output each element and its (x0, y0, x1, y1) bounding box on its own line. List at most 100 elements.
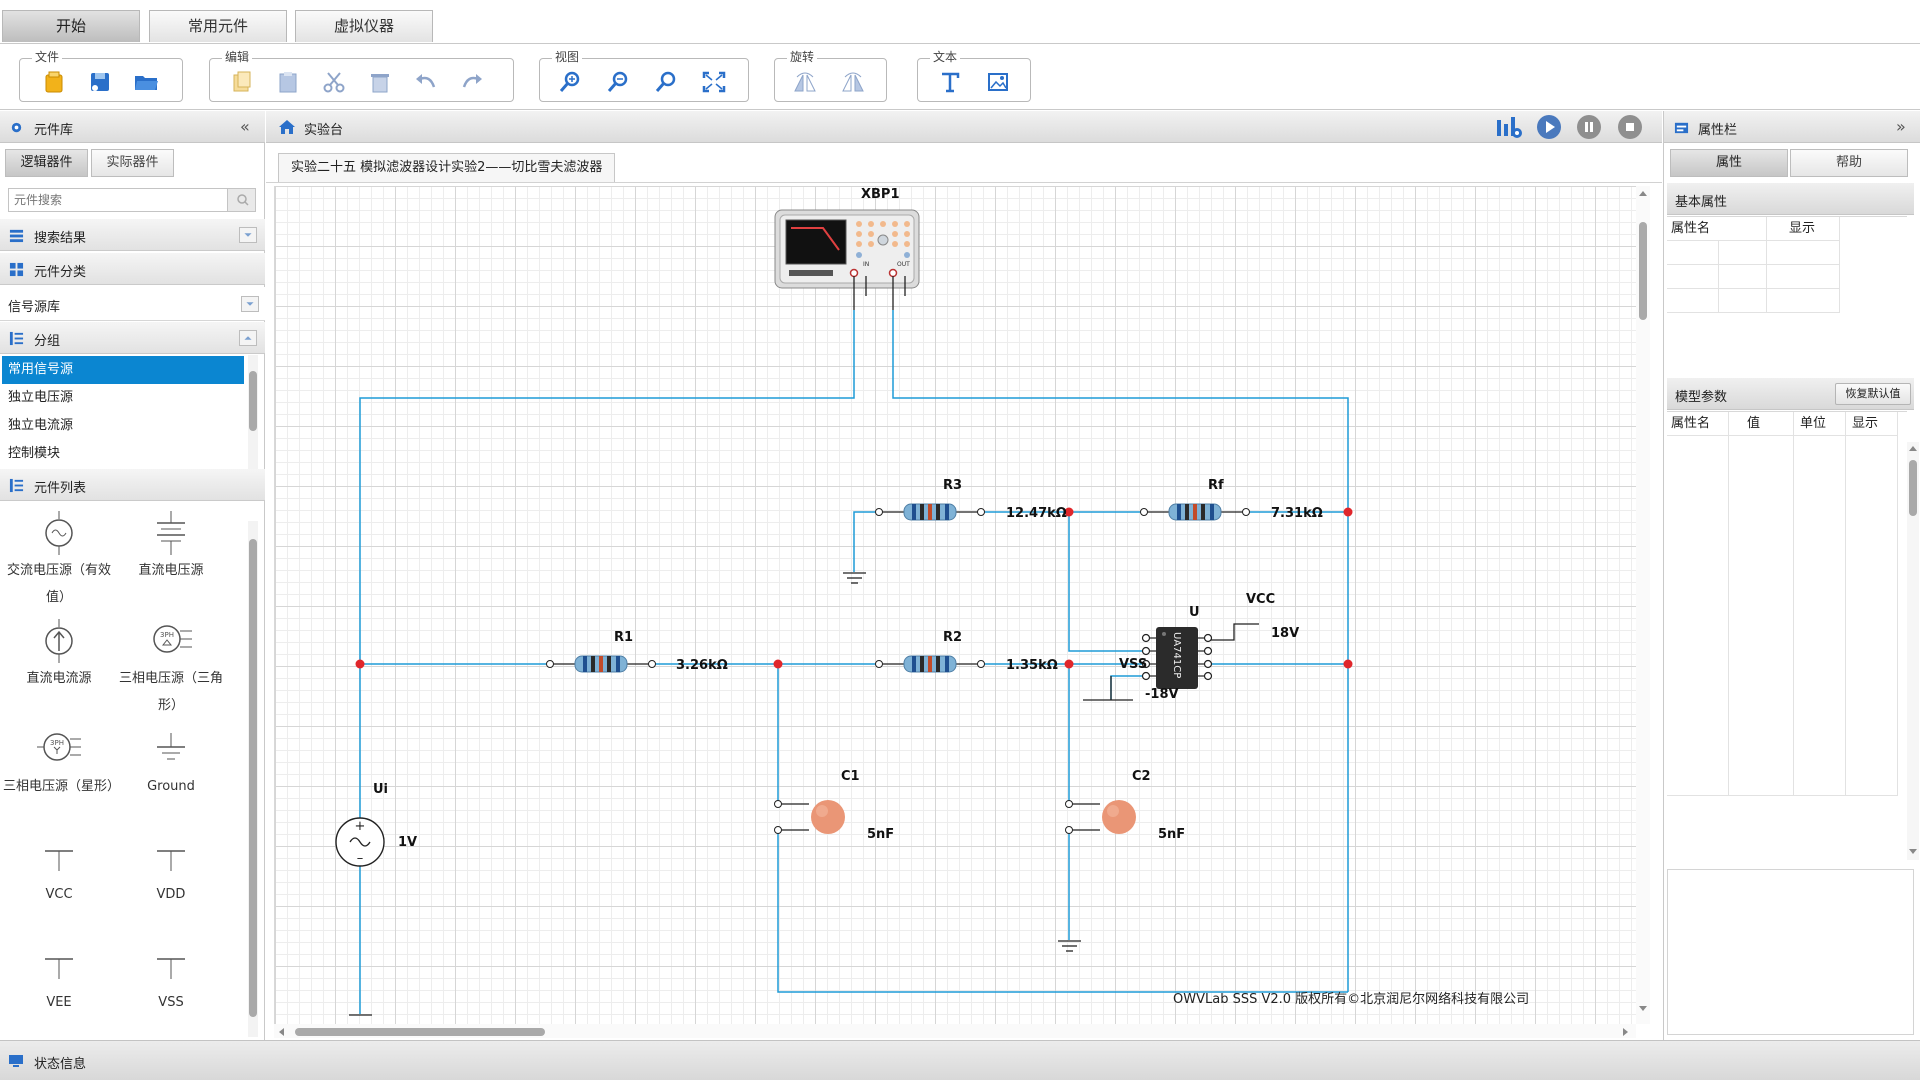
undo-button[interactable] (412, 69, 440, 95)
document-tab-bar: 实验二十五 模拟滤波器设计实验2——切比雪夫滤波器 (266, 143, 1662, 183)
vcc-rail[interactable] (1211, 623, 1259, 641)
component-dc-current[interactable]: 直流电流源 (3, 619, 115, 692)
delete-button[interactable] (366, 69, 394, 95)
pause-simulation-button[interactable] (1576, 114, 1602, 140)
component-scrollbar-thumb[interactable] (249, 539, 257, 1017)
component-search-input[interactable] (9, 189, 229, 211)
save-file-button[interactable] (86, 69, 114, 95)
resistor-r1[interactable] (546, 655, 656, 673)
tab-virtual-instruments[interactable]: 虚拟仪器 (295, 10, 433, 42)
insert-image-button[interactable] (984, 69, 1012, 95)
wire-bottom-loop[interactable] (777, 830, 1348, 993)
zoom-in-button[interactable] (556, 69, 584, 95)
group-item-voltage[interactable]: 独立电压源 (8, 390, 74, 405)
canvas-vertical-thumb[interactable] (1639, 222, 1647, 320)
tab-properties[interactable]: 属性 (1670, 149, 1788, 177)
capacitor-c1[interactable] (774, 800, 846, 834)
component-vcc[interactable]: VCC (3, 835, 115, 908)
circuit-canvas[interactable]: IN OUT XBP1 (274, 186, 1636, 1030)
tab-common-components[interactable]: 常用元件 (149, 10, 287, 42)
category-select[interactable]: 信号源库 (0, 287, 265, 321)
component-scrollbar[interactable] (248, 521, 258, 1037)
open-file-button[interactable] (132, 69, 160, 95)
edit-group-title: 编辑 (222, 50, 253, 64)
component-three-phase-delta[interactable]: 3PH 三相电压源（三角形） (115, 619, 227, 719)
document-tab[interactable]: 实验二十五 模拟滤波器设计实验2——切比雪夫滤波器 (278, 153, 616, 182)
properties-tabs: 属性 帮助 (1664, 149, 1920, 177)
zoom-button[interactable] (652, 69, 680, 95)
zoom-out-button[interactable] (604, 69, 632, 95)
bode-plotter-xbp1[interactable]: IN OUT (774, 209, 920, 310)
grid-icon (9, 262, 24, 277)
search-button[interactable] (227, 189, 255, 211)
collapse-left-button[interactable]: « (240, 117, 250, 136)
group-item-current[interactable]: 独立电流源 (8, 418, 74, 433)
run-simulation-button[interactable] (1536, 114, 1562, 140)
group-list-icon (9, 331, 24, 346)
model-params-scroll-thumb[interactable] (1909, 460, 1917, 516)
new-file-button[interactable] (40, 69, 68, 95)
component-ac-source[interactable]: 交流电压源（有效值） (3, 511, 115, 611)
tab-real-devices[interactable]: 实际器件 (91, 149, 174, 177)
resistor-rf[interactable] (1140, 503, 1250, 521)
cut-button[interactable] (320, 69, 348, 95)
component-vdd[interactable]: VDD (115, 835, 227, 908)
help-area (1667, 869, 1914, 1035)
group-item-control[interactable]: 控制模块 (8, 446, 61, 461)
group-scrollbar-thumb[interactable] (249, 371, 257, 431)
component-dc-voltage[interactable]: 直流电压源 (115, 511, 227, 584)
ac-source-ui[interactable]: + – (335, 817, 385, 867)
ground-r3[interactable] (843, 572, 866, 584)
tab-help[interactable]: 帮助 (1790, 149, 1908, 177)
flip-vertical-button[interactable] (839, 69, 867, 95)
edit-group: 编辑 (209, 50, 514, 102)
tab-start[interactable]: 开始 (2, 10, 140, 42)
redo-button[interactable] (458, 69, 486, 95)
stop-simulation-button[interactable] (1617, 114, 1643, 140)
wire-r3-ground[interactable] (853, 511, 879, 572)
capacitor-c2[interactable] (1065, 800, 1137, 834)
insert-text-button[interactable] (936, 69, 964, 95)
component-vee[interactable]: VEE (3, 943, 115, 1016)
group-scrollbar[interactable] (248, 355, 258, 469)
paste-button[interactable] (274, 69, 302, 95)
component-list-row: 元件列表 (0, 469, 265, 501)
scroll-up-icon (1909, 446, 1917, 451)
vss-rail[interactable] (1083, 676, 1133, 701)
canvas-vertical-scrollbar[interactable] (1636, 186, 1650, 1024)
collapse-right-button[interactable]: » (1896, 117, 1906, 136)
resistor-r3[interactable] (875, 503, 985, 521)
category-row: 元件分类 (0, 253, 265, 285)
restore-defaults-button[interactable]: 恢复默认值 (1835, 383, 1911, 405)
component-ground[interactable]: Ground (115, 727, 227, 800)
wire-feedback-opamp[interactable] (1068, 512, 1143, 652)
search-results-row[interactable]: 搜索结果 (0, 219, 265, 251)
tab-logic-devices[interactable]: 逻辑器件 (5, 149, 88, 177)
search-results-dropdown[interactable] (239, 227, 257, 243)
flip-horizontal-button[interactable] (791, 69, 819, 95)
model-params-scrollbar[interactable] (1907, 442, 1919, 860)
ground-c2[interactable] (1058, 940, 1081, 952)
wire-bode-in[interactable] (359, 310, 855, 664)
category-title: 元件分类 (34, 265, 87, 280)
fit-view-button[interactable] (700, 69, 728, 95)
opamp-ua741cp[interactable]: UA741CP (1141, 627, 1213, 689)
svg-text:–: – (357, 851, 364, 866)
category-value: 信号源库 (8, 300, 61, 315)
canvas-horizontal-scrollbar[interactable] (274, 1024, 1636, 1038)
instrument-settings-button[interactable] (1494, 114, 1524, 140)
component-three-phase-star[interactable]: 3PH 三相电压源（星形） (3, 727, 120, 800)
file-group-title: 文件 (32, 50, 63, 64)
xbp1-label: XBP1 (861, 187, 900, 202)
resistors (546, 503, 1250, 673)
resistor-r2[interactable] (875, 655, 985, 673)
group-item-common[interactable]: 常用信号源 (2, 356, 244, 384)
canvas-horizontal-thumb[interactable] (295, 1028, 545, 1036)
component-label: 三相电压源（三角形） (118, 671, 223, 713)
category-dropdown[interactable] (241, 296, 259, 312)
wire-vss[interactable] (1110, 675, 1143, 700)
copy-button[interactable] (228, 69, 256, 95)
group-collapse[interactable] (239, 330, 257, 346)
component-vss[interactable]: VSS (115, 943, 227, 1016)
wire-bode-out[interactable] (892, 310, 1349, 512)
